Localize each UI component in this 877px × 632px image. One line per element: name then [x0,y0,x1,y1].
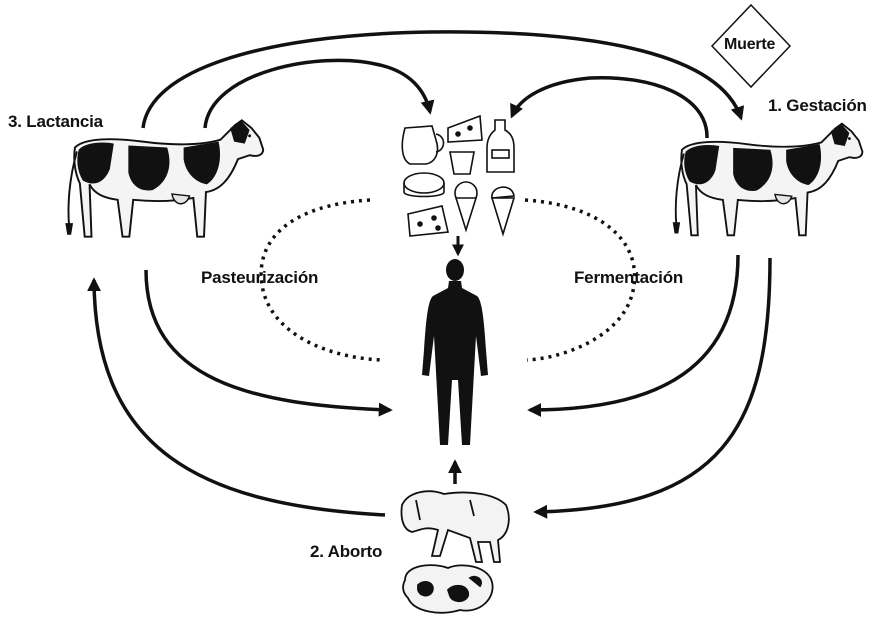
aborto-label: 2. Aborto [310,542,382,562]
pasteurizacion-label: Pasteurización [201,268,318,288]
human-silhouette-icon [422,259,488,445]
right-cow-icon [673,124,863,236]
muerte-label: Muerte [724,36,775,54]
lactancia-label: 3. Lactancia [8,112,103,132]
arrow-aborto-to-lactancia [94,280,385,515]
arrow-lactancia-to-dairy [205,60,430,128]
placenta-icon [403,565,493,613]
gestacion-label: 1. Gestación [768,96,867,116]
arrow-gestacion-to-dairy [512,78,707,138]
left-cow-icon [65,120,263,236]
aborted-calf-icon [401,491,508,562]
cycle-arrow-lactancia-to-gestacion [143,32,741,128]
dairy-products-icon [402,116,514,236]
arrow-lactancia-to-human [146,270,390,410]
fermentacion-label: Fermentación [574,268,683,288]
